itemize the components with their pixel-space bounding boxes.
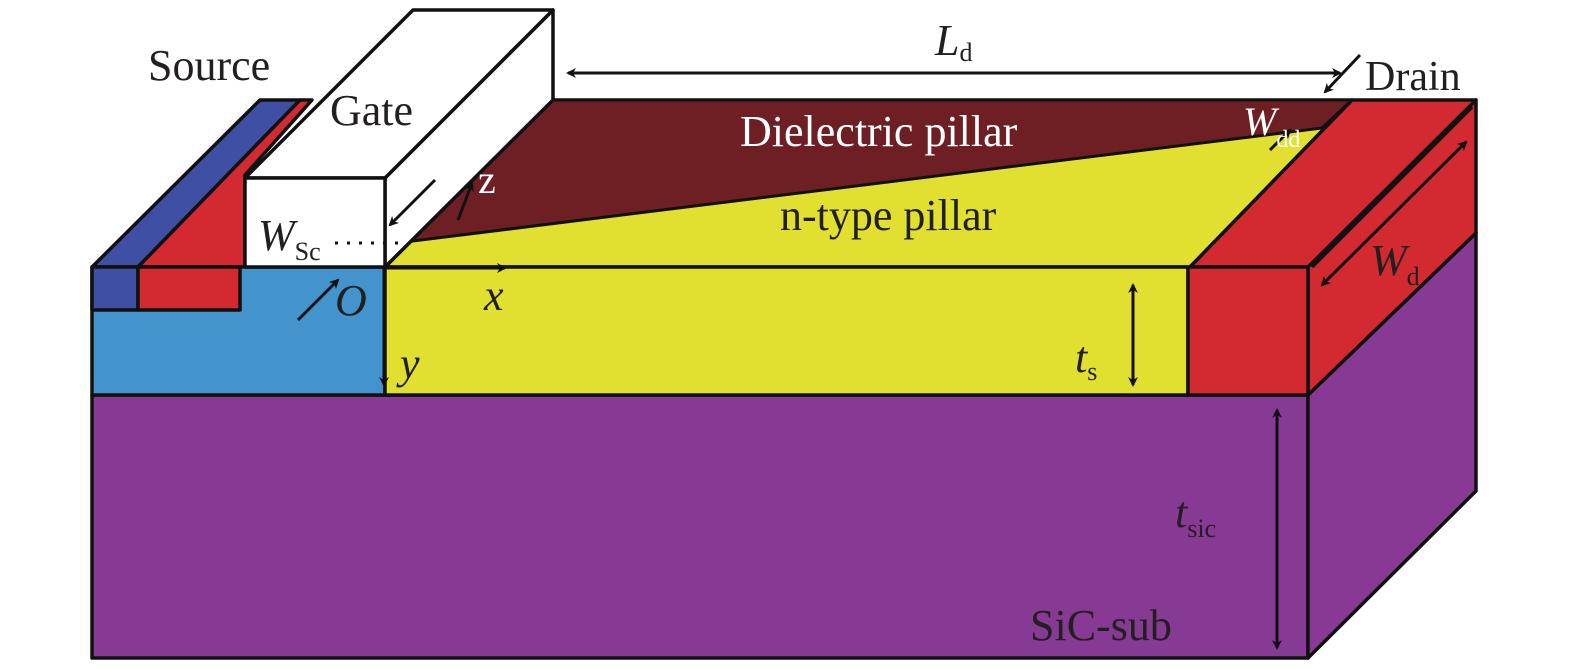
n-type-pillar-label: n-type pillar <box>780 191 997 240</box>
source-metal-front <box>90 265 140 312</box>
drain-pointer-arrow <box>1323 53 1362 94</box>
z-axis-arrow <box>456 181 474 221</box>
z-axis-label: z <box>478 157 496 202</box>
dielectric-pillar-label: Dielectric pillar <box>740 107 1018 156</box>
origin-label: O <box>335 276 367 325</box>
gate-label: Gate <box>330 86 413 135</box>
source-nplus-front <box>136 265 242 312</box>
n-pillar-front <box>383 265 1190 397</box>
wd-arrow <box>1320 140 1468 287</box>
tsic-label: tsic <box>1175 488 1216 543</box>
drain-front <box>1186 265 1310 397</box>
y-axis-label: y <box>396 339 420 388</box>
wdd-label: Wdd <box>1243 99 1300 153</box>
wsc-label: WSc <box>258 211 321 266</box>
wdd-arrow <box>1268 128 1292 152</box>
source-label: Source <box>148 41 270 90</box>
ld-label: Ld <box>934 16 972 67</box>
wd-label: Wd <box>1370 236 1420 291</box>
drain-label: Drain <box>1365 54 1461 100</box>
substrate-label: SiC-sub <box>1030 601 1172 650</box>
wsc-arrow <box>388 178 437 227</box>
origin-arrow <box>296 278 340 322</box>
ts-label: ts <box>1075 333 1097 386</box>
x-axis-label: x <box>483 271 504 320</box>
